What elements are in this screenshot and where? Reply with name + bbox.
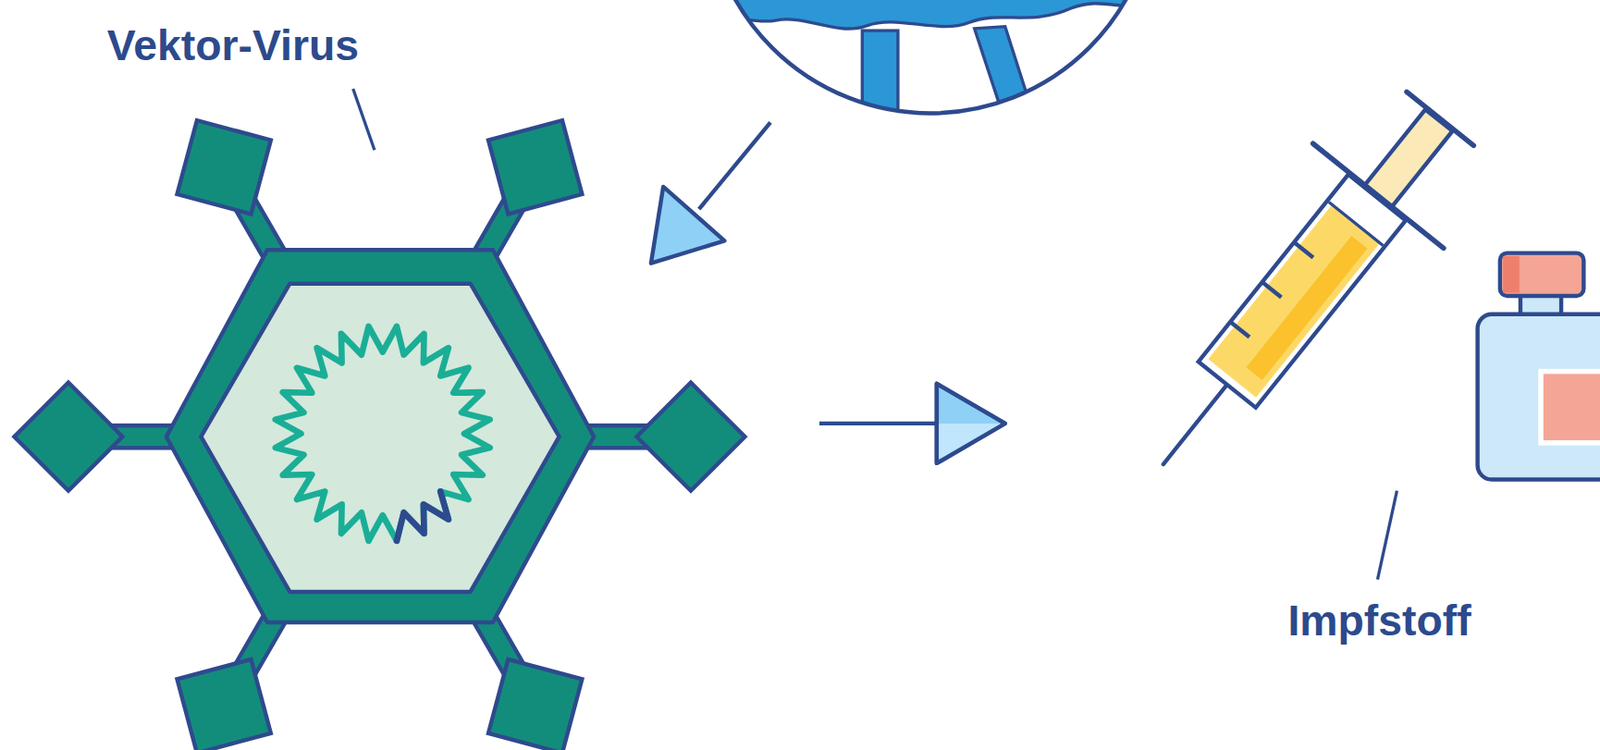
spike-head — [13, 382, 123, 492]
inserted-gene — [396, 491, 449, 542]
virus-spike-heads — [13, 93, 745, 750]
virus-shape — [15, 101, 751, 745]
node-label: Vektor-Virus — [107, 24, 359, 67]
node-label: Impfstoff — [1287, 600, 1471, 643]
syringe-symbol — [1097, 66, 1506, 517]
source-virus-circle — [703, 0, 1163, 118]
insertion-arrow — [651, 122, 771, 263]
spike-head — [461, 632, 610, 750]
flow-arrow — [819, 383, 1006, 464]
leader-line — [353, 88, 375, 150]
spike-head — [149, 632, 298, 750]
spike-head — [636, 382, 745, 492]
leader-line — [1377, 491, 1397, 580]
arrow-line — [819, 421, 945, 426]
genome-spiral — [275, 326, 491, 542]
spike-head — [149, 93, 298, 242]
virus-spikes — [98, 187, 661, 686]
vaccine: Impfstoff — [1163, 86, 1600, 653]
arrow-head-outline — [936, 383, 1006, 464]
vector-virus: Vektor-Virus — [15, 101, 751, 745]
arrow-head — [936, 383, 1006, 464]
arrow-head-shine — [936, 423, 1006, 464]
spike-head — [461, 93, 610, 242]
genome — [275, 326, 491, 542]
vaccine-shape — [1163, 86, 1600, 653]
vial-symbol — [1477, 253, 1600, 480]
